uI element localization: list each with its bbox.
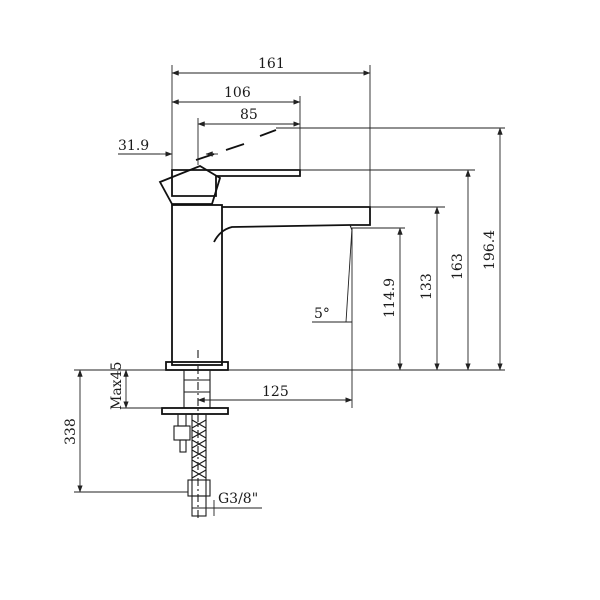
dim-max45-label: Max45 xyxy=(109,362,125,410)
dim-106-label: 106 xyxy=(224,85,251,101)
dim-161-label: 161 xyxy=(258,56,285,72)
dim-85-label: 85 xyxy=(240,107,258,123)
mounting-assembly xyxy=(161,350,229,520)
dim-163-label: 163 xyxy=(450,253,466,280)
thread-g3-8-label: G3/8" xyxy=(218,491,258,507)
dim-133-label: 133 xyxy=(419,273,435,300)
dim-114-9-label: 114.9 xyxy=(382,278,398,318)
dimension-lines xyxy=(74,65,505,516)
dim-125-label: 125 xyxy=(262,384,289,400)
dim-31-9-label: 31.9 xyxy=(118,138,149,154)
dim-196-4-label: 196.4 xyxy=(482,230,498,270)
angle-5-label: 5° xyxy=(314,306,330,322)
dim-338-label: 338 xyxy=(63,418,79,445)
faucet-outline xyxy=(158,129,371,371)
